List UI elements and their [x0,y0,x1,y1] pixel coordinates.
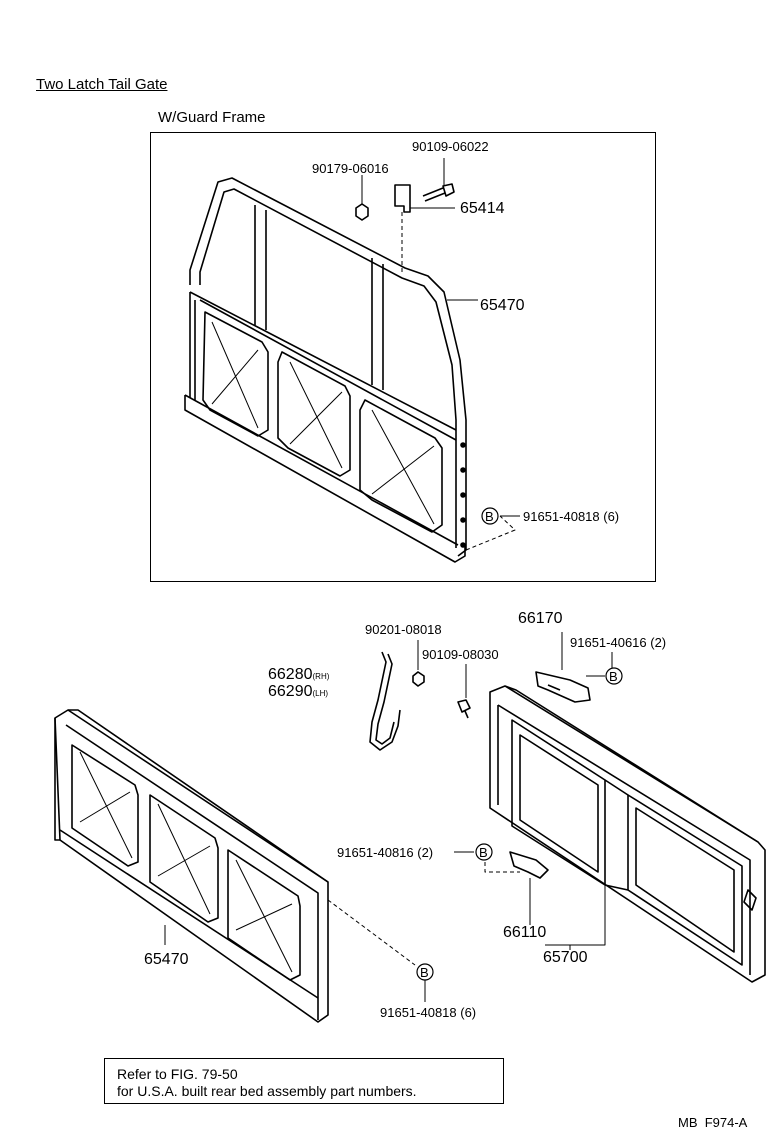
part-label-90201-08018: 90201-08018 [365,622,442,637]
part-label-65470-upper: 65470 [480,297,525,314]
marker-b-latch: B [609,669,618,684]
marker-b-bracket: B [479,845,488,860]
reference-note-line1: Refer to FIG. 79-50 [117,1066,238,1082]
marker-circles [416,507,623,981]
lower-panel-drawing [54,709,426,1023]
part-label-65700: 65700 [543,949,588,966]
marker-b-lower: B [420,965,429,980]
part-label-91651-40818-upper: 91651-40818 (6) [523,509,620,524]
part-label-90179-06016: 90179-06016 [312,161,389,176]
guard-frame-box [150,132,656,582]
part-label-66280: 66280(RH) [268,666,330,683]
part-label-90109-08030: 90109-08030 [422,647,499,662]
part-label-90109-06022: 90109-06022 [412,139,489,154]
upper-hardware-drawing [355,158,520,551]
reference-note: Refer to FIG. 79-50 for U.S.A. built rea… [104,1058,504,1104]
figure-code: MB F974-A [678,1115,748,1130]
part-label-91651-40818-lower: 91651-40818 (6) [380,1005,477,1020]
tail-gate-drawing [369,632,766,983]
diagram-title: Two Latch Tail Gate [36,76,168,93]
section-subtitle: W/Guard Frame [158,109,266,126]
part-label-66290: 66290(LH) [268,683,329,700]
guard-frame-drawing [184,177,467,563]
part-label-65470-lower: 65470 [144,951,189,968]
part-label-65414: 65414 [460,200,505,217]
part-label-91651-40616: 91651-40616 (2) [570,635,667,650]
part-label-91651-40816: 91651-40816 (2) [337,845,434,860]
part-label-66170: 66170 [518,610,563,627]
reference-note-line2: for U.S.A. built rear bed assembly part … [117,1083,417,1099]
part-label-66110: 66110 [503,924,547,941]
marker-b-upper: B [485,509,494,524]
